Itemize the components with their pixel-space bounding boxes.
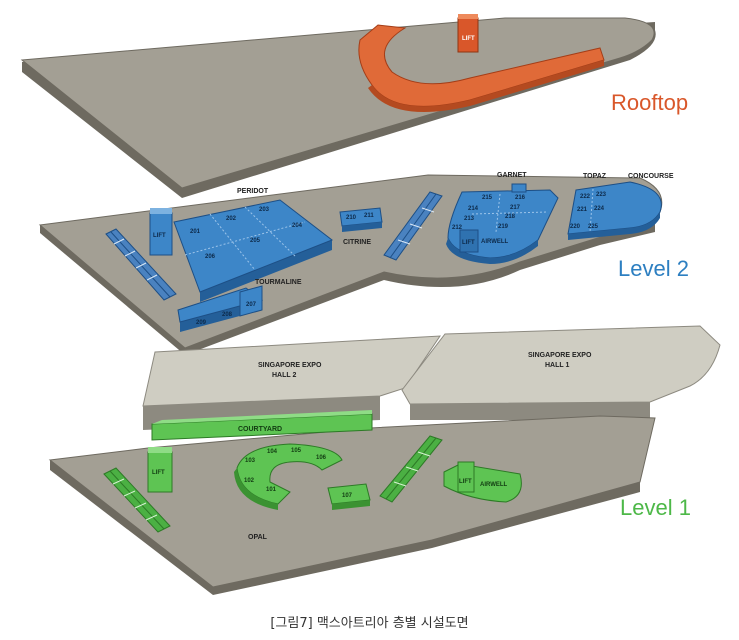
room-208: 208 (222, 312, 233, 318)
garnet-label: GARNET (497, 172, 527, 179)
level1-escalator-middle (379, 435, 443, 503)
courtyard-block (151, 413, 373, 441)
room-212: 212 (452, 225, 463, 231)
room-210: 210 (346, 215, 357, 221)
room-215: 215 (482, 195, 493, 201)
room-102: 102 (244, 478, 255, 484)
courtyard-block-top (152, 410, 372, 424)
peridot-divider-3 (184, 221, 306, 256)
room-225: 225 (588, 224, 599, 230)
room-213: 213 (464, 216, 475, 222)
rooftop-lift-block-top (458, 14, 478, 19)
rooftop-terrace (358, 24, 605, 107)
peridot-block-side (200, 240, 332, 302)
topaz-divider (589, 188, 594, 233)
garnet-divider-1 (471, 211, 549, 215)
tourmaline-label: TOURMALINE (255, 279, 302, 286)
room-219: 219 (498, 224, 509, 230)
hall1-side (410, 402, 650, 420)
floor-plan-svg: LIFT LIFT 201 202 (20, 14, 721, 595)
room-206: 206 (205, 254, 216, 260)
room-101: 101 (266, 487, 277, 493)
garnet-cap (511, 183, 527, 193)
room-209: 209 (196, 320, 207, 326)
peridot-label: PERIDOT (237, 188, 269, 195)
room-222: 222 (580, 194, 591, 200)
room-205: 205 (250, 238, 261, 244)
level1-lift-b-label: LIFT (459, 479, 472, 485)
room-211: 211 (364, 213, 374, 219)
room-207: 207 (246, 302, 257, 308)
level2-title: Level 2 (618, 256, 689, 281)
concourse-label: CONCOURSE (628, 173, 674, 180)
room-203: 203 (259, 207, 270, 213)
citrine-block-side (342, 222, 382, 232)
room-201: 201 (190, 229, 201, 235)
topaz-label: TOPAZ (583, 173, 607, 180)
room-217: 217 (510, 205, 521, 211)
rooftop-title: Rooftop (611, 90, 688, 115)
level1-rooms-ring-side (234, 468, 278, 510)
room-105: 105 (291, 448, 302, 454)
level2-lift-a-label: LIFT (153, 233, 166, 239)
hall1-roof (401, 325, 721, 405)
hall2-label-line1: SINGAPORE EXPO (258, 362, 322, 369)
rooftop-lift-block (457, 17, 479, 53)
level1-lift-b-block (457, 461, 475, 493)
level1-title: Level 1 (620, 495, 691, 520)
room-202: 202 (226, 216, 237, 222)
topaz-concourse-block-side (568, 212, 660, 240)
level1-escalator-left (103, 467, 171, 533)
room-214: 214 (468, 206, 479, 212)
room-220: 220 (570, 224, 581, 230)
hall2-roof (142, 335, 441, 407)
level2-layer: LIFT 201 202 203 204 205 206 PERIDOT 207… (38, 172, 674, 355)
room-107-block-side (332, 500, 370, 510)
citrine-label: CITRINE (343, 239, 371, 246)
room-223: 223 (596, 192, 607, 198)
room-107: 107 (342, 493, 353, 499)
level1-lift-a-top (148, 447, 172, 453)
rooftop-lift-label: LIFT (462, 36, 475, 42)
rooftop-floor (20, 17, 655, 189)
room-104: 104 (267, 449, 278, 455)
figure-caption: [그림7] 맥스아트리아 층별 시설도면 (270, 616, 469, 631)
level2-escalator-left (105, 228, 177, 301)
room-106: 106 (316, 455, 327, 461)
garnet-block-side (446, 238, 538, 264)
hall1-label-line1: SINGAPORE EXPO (528, 352, 592, 359)
rooftop-layer: LIFT (20, 14, 656, 198)
expo-halls-layer: SINGAPORE EXPO HALL 2 SINGAPORE EXPO HAL… (142, 325, 721, 430)
level1-airwell-label: AIRWELL (480, 482, 508, 488)
level1-layer: COURTYARD LIFT 103 104 105 106 102 10 (48, 410, 656, 595)
room-103: 103 (245, 458, 256, 464)
hall2-label-line2: HALL 2 (272, 372, 296, 379)
room-218: 218 (505, 214, 516, 220)
room-216: 216 (515, 195, 526, 201)
courtyard-label: COURTYARD (238, 426, 282, 433)
level2-lift-a-top (150, 208, 172, 214)
level2-airwell-label: AIRWELL (481, 239, 509, 245)
room-204: 204 (292, 223, 303, 229)
opal-label: OPAL (248, 534, 268, 541)
level2-lift-b-label: LIFT (462, 240, 475, 246)
level2-escalator-middle (383, 191, 443, 261)
peridot-block (173, 199, 334, 293)
hall1-label-line2: HALL 1 (545, 362, 569, 369)
room-224: 224 (594, 206, 605, 212)
level2-lift-b-block (459, 229, 479, 253)
tourmaline-block-tall (239, 285, 263, 317)
room-221: 221 (577, 207, 588, 213)
level1-lift-a-label: LIFT (152, 470, 165, 476)
